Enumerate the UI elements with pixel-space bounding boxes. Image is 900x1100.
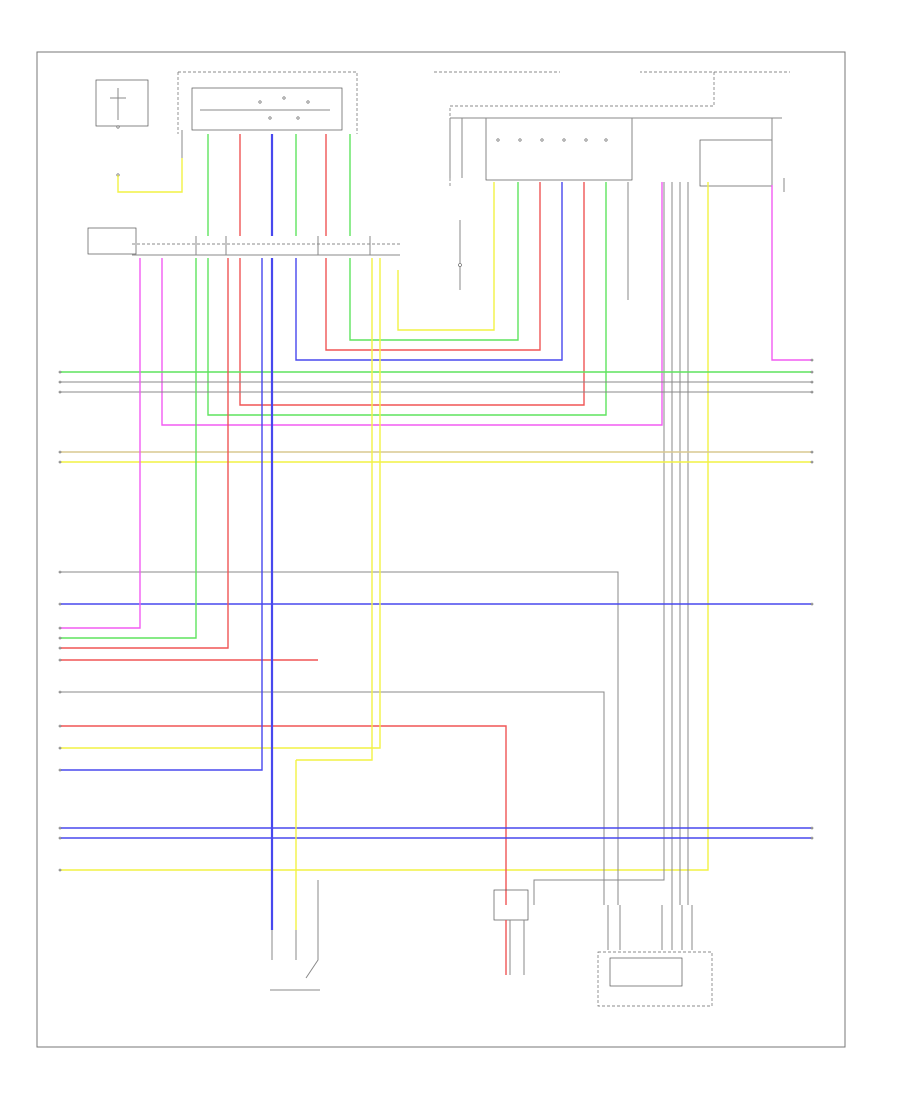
wire-green-4: [349, 182, 519, 341]
wire-red-4: [239, 182, 585, 406]
lower-left-switch: [270, 930, 320, 991]
bus-gray-4: [60, 691, 605, 905]
wire-yellow-2: [397, 182, 495, 331]
top-left-fuse: [95, 79, 149, 177]
wire-gray-bundle-1: [533, 182, 665, 905]
bus-gray-3: [60, 571, 619, 905]
wire-yellow-3: [60, 182, 709, 871]
wire-red-3: [325, 182, 541, 351]
wire-yellow-topleft: [117, 158, 183, 193]
lower-center-sensor: [493, 889, 529, 975]
wire-green-5: [207, 182, 607, 416]
wire-yellow-long-2: [296, 258, 373, 761]
bus-red-2: [60, 258, 229, 649]
wire-pink-2: [161, 182, 663, 426]
bus-blue-2: [60, 258, 263, 771]
top-right-module: [434, 68, 790, 192]
junction-connector: [87, 220, 462, 290]
top-connector-block: [177, 71, 358, 134]
edge-terminals: [58, 358, 814, 872]
wire-pink-3: [771, 185, 812, 361]
diagram-frame: [36, 51, 846, 1048]
wire-blue-2: [295, 182, 563, 361]
bus-green-2: [60, 258, 197, 639]
bus-yellow-2: [60, 258, 381, 749]
bus-pink-1: [60, 258, 141, 629]
lower-right-module: [597, 905, 713, 1007]
bus-red-4: [60, 725, 507, 905]
